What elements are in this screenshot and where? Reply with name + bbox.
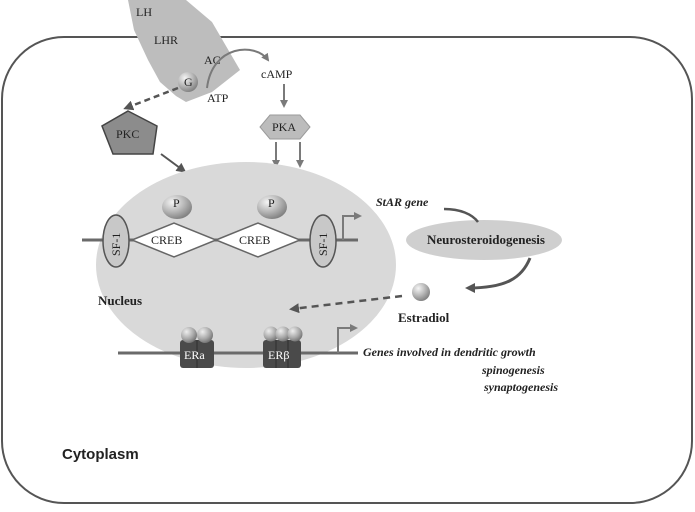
er-beta-receptor bbox=[263, 326, 303, 368]
pkc-to-nucleus-arrow bbox=[160, 153, 187, 173]
sf1-right-label: SF-1 bbox=[316, 233, 330, 256]
genes-line-3: synaptogenesis bbox=[483, 380, 558, 394]
pka-shape bbox=[259, 114, 311, 140]
nucleus bbox=[96, 162, 396, 368]
lhr-label: LHR bbox=[154, 33, 178, 47]
estradiol-label: Estradiol bbox=[398, 310, 450, 325]
sf1-left-label: SF-1 bbox=[109, 233, 123, 256]
lh-receptor-shape bbox=[128, 0, 240, 102]
phospho-right-icon bbox=[257, 195, 287, 219]
pkc-label: PKC bbox=[116, 127, 139, 141]
neurosteroidogenesis-label: Neurosteroidogenesis bbox=[427, 232, 545, 247]
atp-label: ATP bbox=[207, 91, 229, 105]
er-alpha-receptor bbox=[180, 327, 214, 368]
sf1-left-shape bbox=[102, 214, 130, 268]
er-beta-label: ERβ bbox=[268, 348, 289, 362]
creb-left-label: CREB bbox=[151, 233, 182, 247]
star-gene-label: StAR gene bbox=[376, 195, 429, 209]
nucleus-label: Nucleus bbox=[98, 293, 142, 308]
atp-to-camp-arrow bbox=[206, 48, 270, 89]
creb-right-diamond bbox=[214, 222, 302, 258]
neurosteroidogenesis-shape bbox=[406, 220, 562, 260]
g-to-pkc-arrow bbox=[123, 86, 179, 111]
lh-label: LH bbox=[136, 5, 152, 19]
phospho-left-icon bbox=[162, 195, 192, 219]
star-promoter-arrow bbox=[342, 212, 362, 240]
estradiol-icon bbox=[412, 283, 430, 301]
camp-label: cAMP bbox=[261, 67, 293, 81]
sf1-right-shape bbox=[309, 214, 337, 268]
genes-promoter-arrow bbox=[337, 324, 358, 353]
creb-right-label: CREB bbox=[239, 233, 270, 247]
g-label: G bbox=[184, 75, 193, 89]
pka-label: PKA bbox=[272, 120, 296, 134]
genes-line-2: spinogenesis bbox=[481, 363, 545, 377]
estradiol-to-nucleus-arrow bbox=[289, 294, 403, 314]
star-to-neuro-curve bbox=[443, 207, 479, 223]
pkc-shape bbox=[101, 110, 158, 155]
cell-membrane bbox=[1, 36, 693, 504]
neuro-to-estradiol-arrow bbox=[465, 257, 532, 293]
cytoplasm-label: Cytoplasm bbox=[62, 446, 139, 463]
g-protein-icon bbox=[178, 72, 198, 92]
genes-line-1: Genes involved in dendritic growth bbox=[363, 345, 536, 359]
p-left-label: P bbox=[173, 196, 180, 210]
p-right-label: P bbox=[268, 196, 275, 210]
er-alpha-label: ERa bbox=[184, 348, 205, 362]
